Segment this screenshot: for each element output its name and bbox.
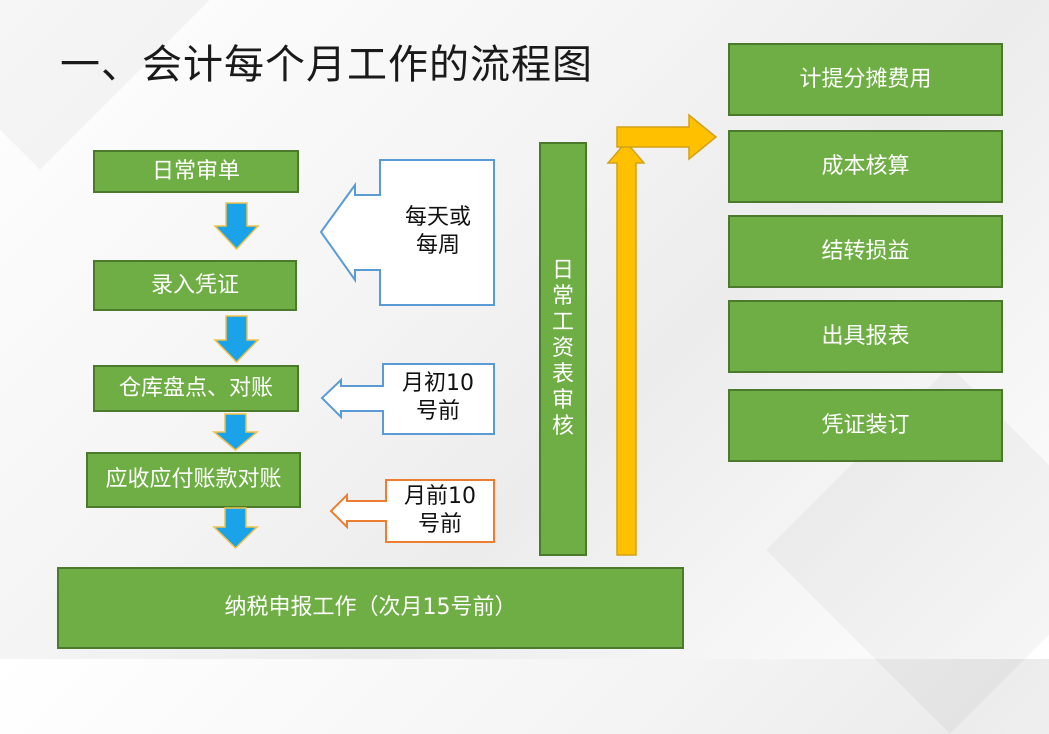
callout-line: 月初10	[402, 371, 474, 396]
payroll-char: 工	[551, 310, 574, 335]
tax-filing-box: 纳税申报工作（次月15号前）	[57, 567, 684, 649]
page-title: 一、会计每个月工作的流程图	[60, 42, 593, 88]
payroll-char: 常	[551, 284, 574, 309]
payroll-char: 日	[551, 258, 574, 283]
payroll-char: 核	[551, 414, 574, 439]
right-arrow	[616, 113, 718, 161]
diagram-arrows	[211, 113, 718, 556]
callout-line: 号前	[417, 512, 462, 537]
right-step-reports: 出具报表	[728, 300, 1003, 373]
payroll-review-box: 日 常 工 资 表 审 核	[539, 142, 587, 556]
flow-step-enter-voucher: 录入凭证	[93, 260, 297, 311]
callout-line: 月前10	[404, 484, 476, 509]
flow-step-inventory: 仓库盘点、对账	[93, 365, 299, 412]
down-arrow-4	[212, 507, 259, 550]
callout-line: 每周	[415, 233, 460, 258]
down-arrow-1	[213, 202, 260, 251]
up-arrow	[606, 140, 646, 556]
callout-month-start-text: 月初10 号前	[384, 370, 492, 426]
callout-arrow-month-before	[329, 479, 495, 543]
callout-arrow-daily	[319, 159, 495, 306]
callout-arrow-month-start	[320, 363, 495, 435]
right-step-voucher-binding: 凭证装订	[728, 389, 1003, 462]
payroll-char: 资	[551, 336, 574, 361]
callout-line: 号前	[415, 399, 460, 424]
down-arrow-2	[213, 315, 260, 364]
payroll-char: 表	[551, 362, 574, 387]
flow-step-daily-review: 日常审单	[93, 150, 299, 193]
callout-line: 每天或	[404, 205, 471, 230]
payroll-char: 审	[551, 388, 574, 413]
right-step-cost-accounting: 成本核算	[728, 130, 1003, 203]
down-arrow-3	[211, 413, 260, 451]
right-step-expense-allocation: 计提分摊费用	[728, 43, 1003, 116]
callout-month-before-text: 月前10 号前	[388, 483, 492, 539]
right-step-close-pl: 结转损益	[728, 215, 1003, 288]
flow-step-ar-ap: 应收应付账款对账	[86, 452, 301, 508]
callout-daily-text: 每天或 每周	[384, 204, 492, 260]
